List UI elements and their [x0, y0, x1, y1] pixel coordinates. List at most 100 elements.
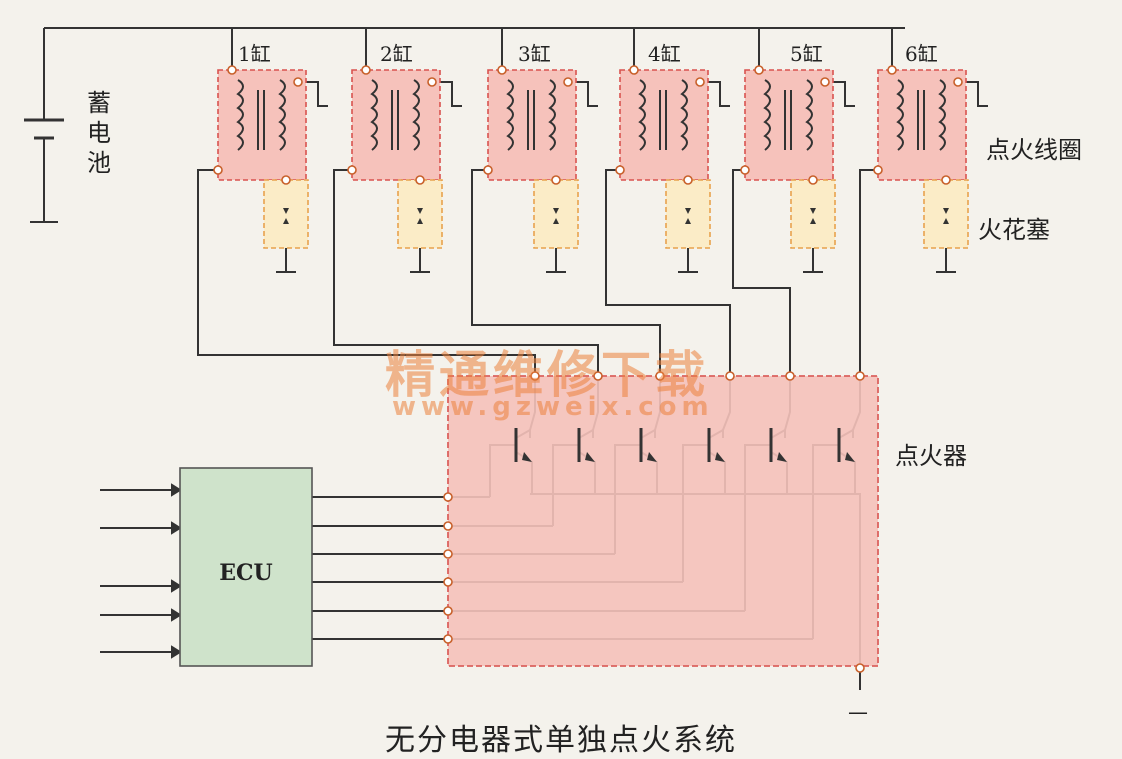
coil-box-5 [744, 69, 834, 181]
cylinder-3-label: 3缸 [518, 42, 551, 66]
plug-terminal-5 [808, 175, 818, 185]
plug-electrode-top-4 [685, 208, 691, 214]
ecu-input-arrow-3 [171, 579, 182, 593]
collector-terminal-1 [530, 371, 540, 381]
coil-supply-terminal-3 [497, 65, 507, 75]
primary-winding-1 [236, 79, 244, 151]
cylinder-6-label: 6缸 [905, 42, 938, 66]
primary-terminal-2 [347, 165, 357, 175]
coil-ground-4 [719, 86, 730, 107]
igniter-input-3 [443, 549, 453, 559]
coil-box-6 [877, 69, 967, 181]
collector-terminal-2 [593, 371, 603, 381]
cylinder-1-label: 1缸 [238, 42, 271, 66]
ecu-input-arrow-1 [171, 483, 182, 497]
ground-terminal [855, 663, 865, 673]
diagram-caption: 无分电器式单独点火系统 [385, 723, 737, 758]
plug-terminal-2 [415, 175, 425, 185]
watermark-text: 精通维修下载 [385, 346, 709, 404]
coil-terminal-top-6 [953, 77, 963, 87]
coil-terminal-top-5 [820, 77, 830, 87]
coil-ground-5 [844, 86, 855, 107]
secondary-winding-6 [938, 79, 946, 151]
ecu-input-arrow-4 [171, 608, 182, 622]
plug-electrode-top-2 [417, 208, 423, 214]
coil-ground-1 [317, 86, 328, 107]
plug-electrode-bottom-6 [943, 218, 949, 224]
plug-electrode-bottom-2 [417, 218, 423, 224]
coil-supply-terminal-4 [629, 65, 639, 75]
primary-winding-4 [638, 79, 646, 151]
coil-box-3 [487, 69, 577, 181]
coil-supply-terminal-5 [754, 65, 764, 75]
transistor-arrow-1 [522, 452, 532, 462]
transistor-arrow-6 [845, 452, 855, 462]
igniter-label: 点火器 [895, 442, 967, 470]
coil-terminal-top-4 [695, 77, 705, 87]
secondary-winding-1 [278, 79, 286, 151]
transistor-arrow-4 [715, 452, 725, 462]
plug-electrode-bottom-5 [810, 218, 816, 224]
primary-terminal-5 [740, 165, 750, 175]
collector-wire-3 [471, 169, 661, 376]
primary-terminal-3 [483, 165, 493, 175]
plug-terminal-6 [941, 175, 951, 185]
collector-terminal-5 [785, 371, 795, 381]
coil-ground-2 [451, 86, 462, 107]
primary-winding-3 [506, 79, 514, 151]
coil-terminal-top-1 [293, 77, 303, 87]
ecu-input-arrow-2 [171, 521, 182, 535]
coil-supply-terminal-2 [361, 65, 371, 75]
plug-electrode-top-1 [283, 208, 289, 214]
ecu-box [179, 467, 313, 667]
coil-ground-6 [977, 86, 988, 107]
transistor-arrow-5 [777, 452, 787, 462]
igniter-input-4 [443, 577, 453, 587]
collector-terminal-4 [725, 371, 735, 381]
ground-symbol: — [848, 700, 868, 724]
coil-box-1 [217, 69, 307, 181]
primary-winding-2 [370, 79, 378, 151]
transistor-arrow-3 [647, 452, 657, 462]
coil-terminal-top-3 [563, 77, 573, 87]
transistor-arrow-2 [585, 452, 595, 462]
plug-terminal-3 [551, 175, 561, 185]
ecu-label: ECU [219, 560, 273, 586]
coil-terminal-top-2 [427, 77, 437, 87]
watermark-url: www.gzweix.com [392, 392, 714, 422]
igniter-transistors [514, 428, 855, 462]
igniter-input-5 [443, 606, 453, 616]
plug-electrode-top-6 [943, 208, 949, 214]
cylinder-5-label: 5缸 [790, 42, 823, 66]
plug-terminal-1 [281, 175, 291, 185]
terminals [213, 65, 963, 673]
collector-wire-6 [859, 169, 878, 376]
ignition-coils [236, 79, 949, 224]
igniter-input-6 [443, 634, 453, 644]
primary-terminal-6 [873, 165, 883, 175]
ignition-coil-label: 点火线圈 [986, 136, 1082, 164]
igniter-box [447, 375, 879, 667]
plug-terminal-4 [683, 175, 693, 185]
plug-electrode-top-5 [810, 208, 816, 214]
battery-label: 蓄 电 池 [87, 89, 111, 177]
secondary-winding-3 [548, 79, 556, 151]
coil-supply-terminal-6 [887, 65, 897, 75]
coil-box-4 [619, 69, 709, 181]
spark-plug-label: 火花塞 [978, 216, 1050, 244]
primary-winding-5 [763, 79, 771, 151]
plug-electrode-bottom-1 [283, 218, 289, 224]
igniter-input-2 [443, 521, 453, 531]
plug-electrode-bottom-3 [553, 218, 559, 224]
collector-wire-1 [197, 169, 536, 376]
igniter-input-1 [443, 492, 453, 502]
collector-terminal-3 [655, 371, 665, 381]
primary-winding-6 [896, 79, 904, 151]
plug-electrode-bottom-4 [685, 218, 691, 224]
collector-wire-5 [732, 169, 791, 376]
cylinder-2-label: 2缸 [380, 42, 413, 66]
collector-wire-4 [605, 169, 731, 376]
collector-terminal-6 [855, 371, 865, 381]
coil-supply-terminal-1 [227, 65, 237, 75]
